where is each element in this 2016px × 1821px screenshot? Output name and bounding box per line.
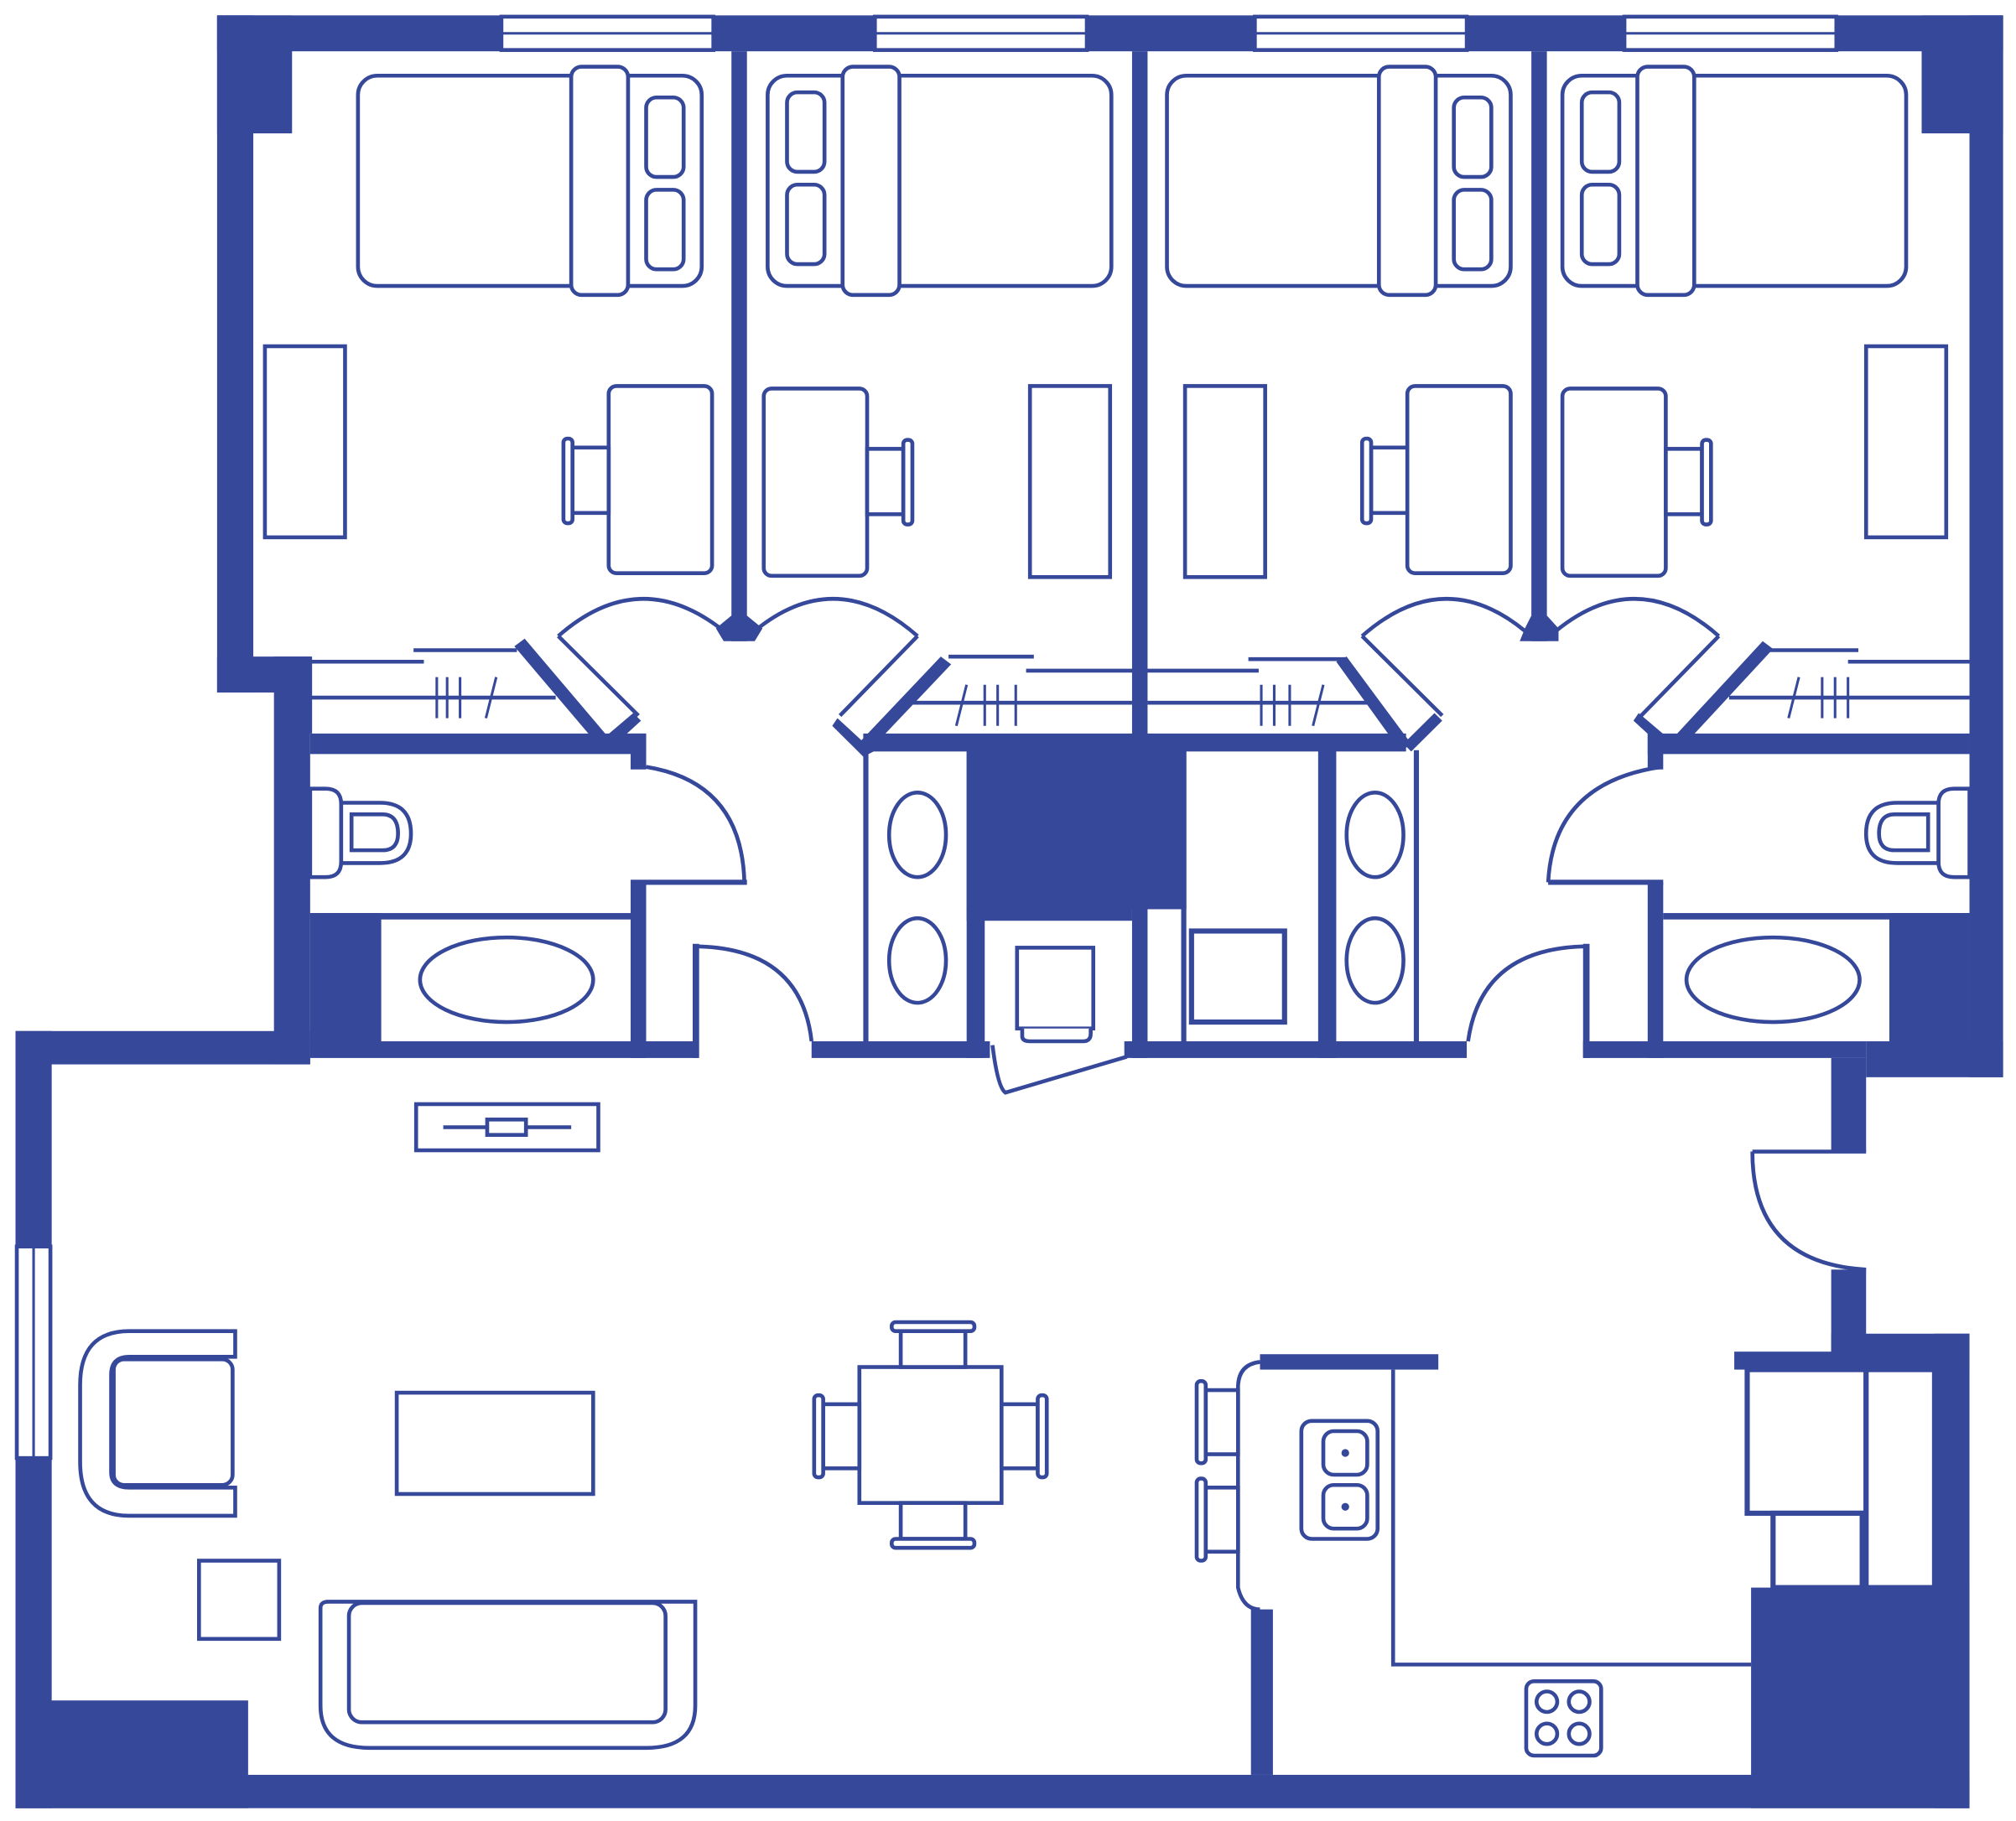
toilet-icon	[308, 786, 413, 879]
fridge-icon	[1744, 1367, 1937, 1590]
stool-icon	[1203, 1388, 1240, 1456]
chair-icon	[1369, 445, 1410, 516]
chair-icon	[999, 1402, 1040, 1471]
closets	[308, 648, 1970, 734]
armchair-icon	[78, 1329, 237, 1518]
chair-icon	[865, 447, 906, 516]
bathroom-right	[1466, 765, 1972, 1042]
kitchen-counter	[1390, 1369, 1752, 1667]
desk-icon	[1359, 384, 1513, 576]
window-icon	[499, 14, 715, 52]
coffee-table-icon	[394, 1390, 595, 1497]
door-swing-icon[interactable]	[1546, 765, 1663, 883]
chair-icon	[1664, 447, 1704, 516]
stove-icon	[1524, 1678, 1603, 1758]
sink-icon	[1299, 1419, 1380, 1541]
side-table-icon	[197, 1559, 282, 1642]
stool-icon	[1203, 1486, 1240, 1554]
door-swing-icon[interactable]	[1554, 597, 1721, 718]
wardrobe-icon	[1182, 384, 1267, 579]
door-swing-icon[interactable]	[753, 597, 919, 718]
bed-icon	[766, 65, 1114, 298]
bed-icon	[356, 65, 704, 298]
utility	[990, 928, 1287, 1095]
chair-icon	[898, 1501, 968, 1541]
desk-icon	[561, 384, 714, 576]
chair-icon	[821, 1402, 862, 1471]
walls	[15, 15, 2003, 1808]
bed-icon	[1165, 65, 1513, 298]
chair-icon	[570, 445, 611, 516]
wardrobe-icon	[262, 344, 347, 540]
door-swing-icon[interactable]	[557, 597, 725, 718]
bathtub-icon	[1684, 935, 1862, 1025]
kitchen-island-icon	[1194, 1360, 1260, 1611]
door-swing-icon[interactable]	[1360, 597, 1526, 718]
door-swing-icon[interactable]	[698, 944, 814, 1042]
sinks	[886, 790, 1405, 1005]
desk-icon	[1560, 387, 1713, 578]
door-swing-icon[interactable]	[646, 765, 746, 883]
desk-icon	[761, 387, 915, 578]
window-icon	[14, 1244, 53, 1460]
window-icon	[872, 14, 1089, 52]
sink-icon	[1344, 790, 1405, 879]
sofa-icon	[318, 1600, 698, 1751]
wardrobe-icon	[1027, 384, 1113, 579]
tv-unit-icon	[413, 1102, 600, 1153]
toilet-icon	[1863, 786, 1972, 879]
sink-icon	[886, 916, 948, 1005]
window-icon	[1622, 14, 1839, 52]
windows	[14, 14, 1839, 1460]
window-icon	[1253, 14, 1469, 52]
door-swing-icon[interactable]	[1750, 1149, 1867, 1272]
dining-table-icon	[812, 1320, 1049, 1550]
bathroom-left	[308, 765, 814, 1042]
bedroom-doors	[514, 597, 1774, 757]
bed-icon	[1560, 65, 1909, 298]
door-swing-icon[interactable]	[990, 1045, 1128, 1095]
sink-icon	[1344, 916, 1405, 1005]
bathtub-icon	[418, 935, 595, 1025]
sink-icon	[886, 790, 948, 879]
wardrobe-icon	[1863, 344, 1949, 540]
door-swing-icon[interactable]	[1466, 944, 1585, 1042]
chair-icon	[898, 1329, 968, 1369]
